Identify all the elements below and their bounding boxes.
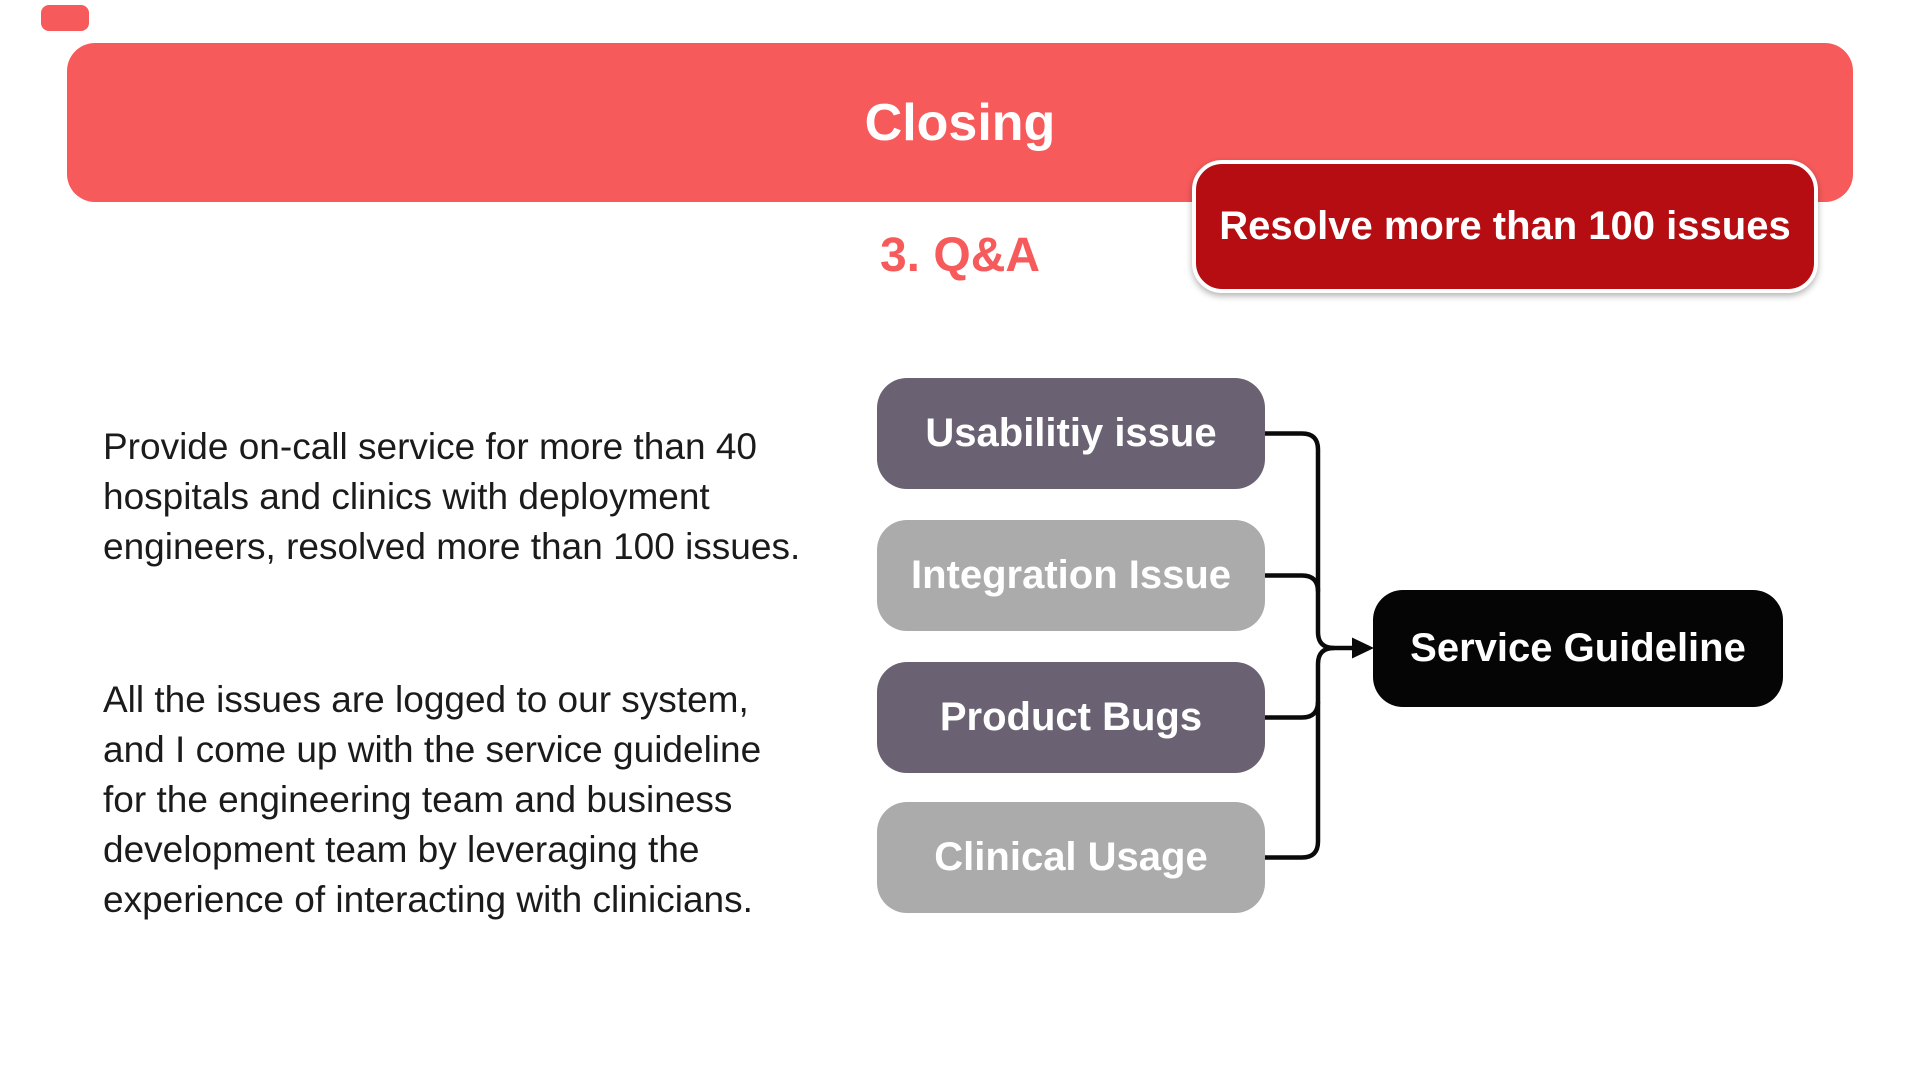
arrowhead-icon: [1352, 637, 1374, 659]
paragraph-1: Provide on-call service for more than 40…: [103, 426, 801, 567]
body-text-block: Provide on-call service for more than 40…: [103, 372, 883, 975]
flow-box-label: Clinical Usage: [934, 835, 1208, 879]
flow-box-usability-issue: Usabilitiy issue: [877, 378, 1265, 489]
highlight-badge-label: Resolve more than 100 issues: [1219, 204, 1791, 248]
paragraph-2: All the issues are logged to our system,…: [103, 679, 762, 920]
flow-box-label: Usabilitiy issue: [925, 411, 1217, 455]
flow-box-clinical-usage: Clinical Usage: [877, 802, 1265, 913]
slide-title: Closing: [864, 93, 1056, 152]
flow-box-product-bugs: Product Bugs: [877, 662, 1265, 773]
flow-box-integration-issue: Integration Issue: [877, 520, 1265, 631]
highlight-badge: Resolve more than 100 issues: [1192, 160, 1818, 293]
connector-integration: [1263, 573, 1321, 592]
flow-box-service-guideline: Service Guideline: [1373, 590, 1783, 707]
section-subtitle: 3. Q&A: [879, 229, 1041, 282]
connector-usability: [1265, 431, 1356, 651]
flow-box-label: Integration Issue: [910, 553, 1232, 597]
corner-accent-shape: [41, 5, 89, 31]
flow-box-label: Product Bugs: [939, 695, 1203, 739]
connector-product-bugs: [1265, 701, 1321, 720]
flow-box-label: Service Guideline: [1410, 626, 1746, 670]
connector-clinical: [1265, 645, 1335, 860]
title-banner: Closing: [67, 43, 1853, 202]
